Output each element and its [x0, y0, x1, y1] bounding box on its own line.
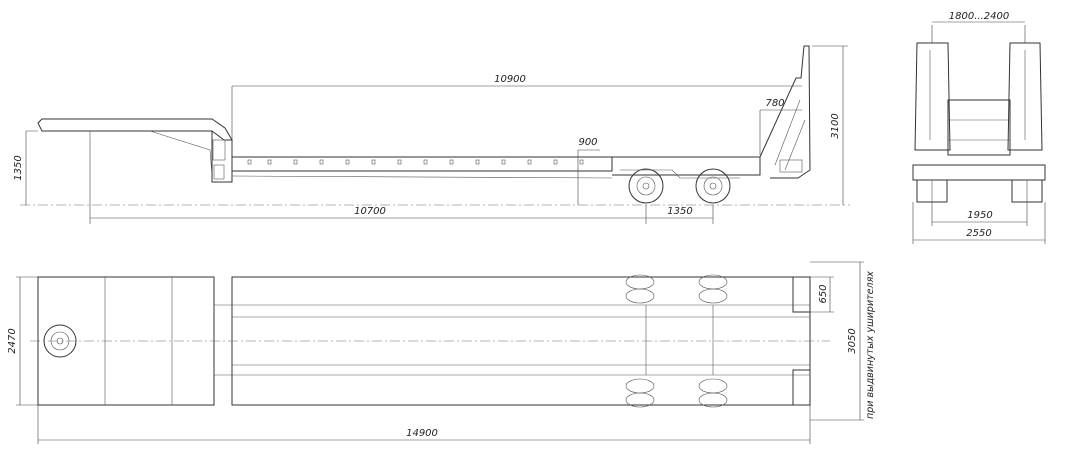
- dim-gooseneck-width: 2470: [7, 328, 18, 353]
- rear-frame: [612, 156, 761, 176]
- dim-deck-height-rear: 900: [578, 137, 597, 148]
- ramp-left: [914, 42, 951, 151]
- dim-ramp-offset: 780: [765, 98, 784, 109]
- low-deck: [231, 156, 613, 172]
- side-view: 10900 780 900 10700 1350 3100 1350: [13, 45, 850, 224]
- stake-pockets: [247, 159, 584, 165]
- dim-ramp-height: 3100: [830, 113, 841, 138]
- dim-ramp-width: 650: [818, 284, 829, 303]
- ramp: [759, 45, 811, 179]
- dim-coupling-height: 1350: [13, 155, 24, 180]
- wheel-front: [628, 168, 664, 204]
- ramp-top-lower: [792, 369, 811, 406]
- dim-overall-width: 2550: [966, 228, 991, 239]
- note-extended: при выдвинутых уширителях: [865, 271, 876, 419]
- dim-axle-spread: 1350: [667, 206, 692, 217]
- wheel-rear: [695, 168, 731, 204]
- gooseneck-deck: [37, 118, 233, 141]
- dim-width-extended: 3050: [847, 328, 858, 353]
- dim-ramp-spacing: 1800...2400: [949, 11, 1009, 22]
- dim-gooseneck-to-axle: 10700: [354, 206, 386, 217]
- dim-overall-deck: 10900: [494, 74, 526, 85]
- top-view: 14900 2470 650 3050 при выдвинутых ушири…: [7, 261, 876, 444]
- airbags: [625, 274, 728, 408]
- ramp-top-upper: [792, 276, 811, 313]
- ramp-right: [1007, 42, 1043, 151]
- rear-view: 1800...2400 1950 2550: [912, 11, 1046, 244]
- dim-track: 1950: [967, 210, 992, 221]
- dim-overall-length: 14900: [406, 428, 438, 439]
